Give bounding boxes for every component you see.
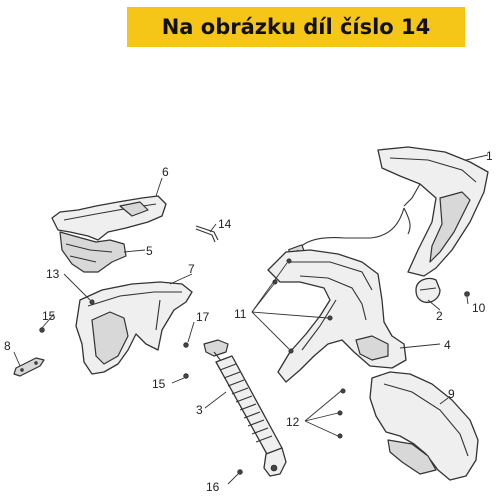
- title-banner: Na obrázku díl číslo 14: [127, 7, 465, 47]
- fasteners: [39, 258, 470, 475]
- part-4-front-shield: [267, 249, 407, 383]
- part-8-bracket: [13, 357, 45, 377]
- part-9-side-cover: [369, 371, 479, 481]
- callout-17: 17: [196, 310, 210, 324]
- callout-labels: 1 2 3 4 5 6 7 8 9 10 11 12 13 14 15 15 1…: [4, 149, 493, 494]
- callout-15b: 15: [152, 377, 166, 391]
- callout-8: 8: [4, 339, 11, 353]
- part-3-shock-absorber: [203, 339, 287, 477]
- callout-2: 2: [436, 309, 443, 323]
- callout-7: 7: [188, 262, 195, 276]
- callout-5: 5: [146, 244, 153, 258]
- callout-11: 11: [234, 307, 247, 321]
- callout-15a: 15: [42, 309, 56, 323]
- callout-3: 3: [196, 403, 203, 417]
- callout-6: 6: [162, 165, 169, 179]
- part-7-front-fender: [75, 281, 193, 375]
- part-6-inner-panel: [51, 195, 167, 241]
- part-14-rod: [195, 225, 219, 243]
- callout-12: 12: [286, 415, 300, 429]
- title-text: Na obrázku díl číslo 14: [161, 15, 431, 39]
- leader-lines: [13, 154, 489, 485]
- part-1-headlight-cover: [377, 146, 489, 277]
- callout-9: 9: [448, 387, 455, 401]
- part-2-cap: [415, 277, 441, 304]
- callout-1: 1: [486, 149, 493, 163]
- callout-16: 16: [206, 480, 220, 494]
- part-5-lower-panel: [59, 231, 127, 273]
- callout-13: 13: [46, 267, 60, 281]
- callout-10: 10: [472, 301, 486, 315]
- callout-4: 4: [444, 338, 451, 352]
- callout-14: 14: [218, 217, 232, 231]
